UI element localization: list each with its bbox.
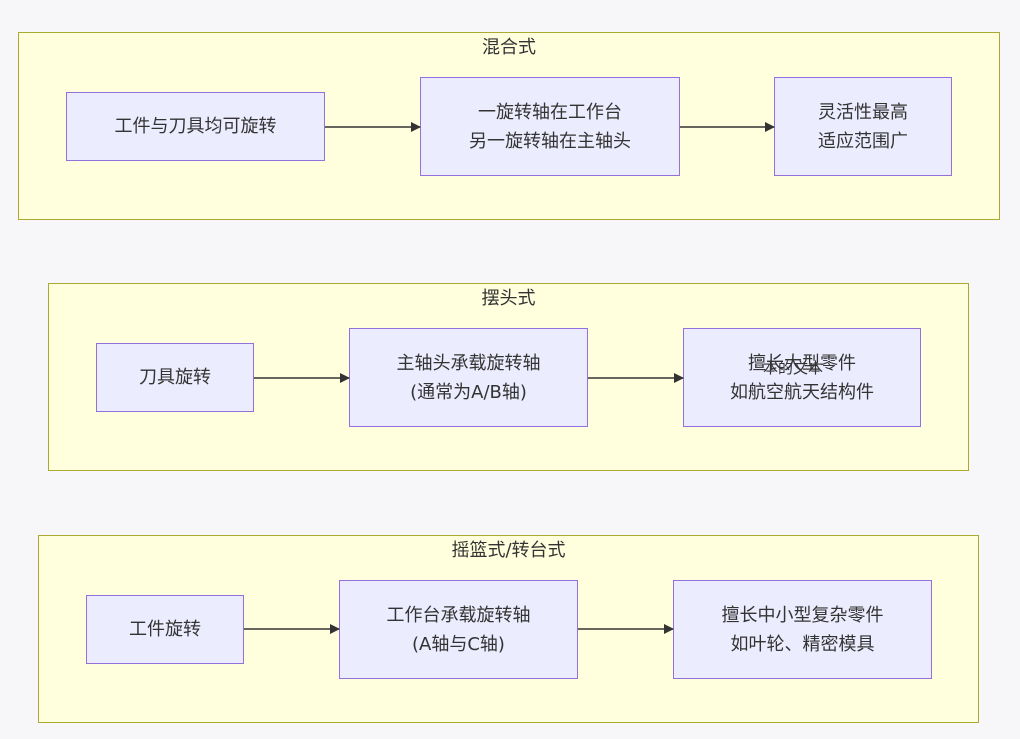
group-title-cradle: 摇篮式/转台式 [451,540,566,561]
group-title-swing-head: 摆头式 [481,288,536,309]
node-line: 工件旋转 [129,619,201,640]
node-cradle-2: 工作台承载旋转轴 (A轴与C轴) [339,580,578,679]
node-line: (通常为A/B轴) [410,381,527,403]
node-line: 一旋转轴在工作台 [478,101,622,123]
edge-label-swing-head: 本的文本 [763,359,824,377]
node-line: 另一旋转轴在主轴头 [469,130,631,152]
node-line: 适应范围广 [818,130,908,152]
node-line: 擅长大型零件 [748,352,856,374]
node-hybrid-2: 一旋转轴在工作台 另一旋转轴在主轴头 [420,77,680,176]
group-title-hybrid: 混合式 [482,37,536,58]
node-hybrid-1: 工件与刀具均可旋转 [66,92,325,161]
node-swing-head-2: 主轴头承载旋转轴 (通常为A/B轴) [349,328,588,427]
node-line: 刀具旋转 [139,367,211,388]
node-line: (A轴与C轴) [412,633,505,655]
node-line: 如航空航天结构件 [730,381,874,403]
node-line: 擅长中小型复杂零件 [721,604,884,626]
node-line: 工作台承载旋转轴 [386,604,531,626]
node-line: 灵活性最高 [818,101,908,123]
node-swing-head-1: 刀具旋转 [96,343,254,412]
node-line: 主轴头承载旋转轴 [396,352,541,374]
node-line: 如叶轮、精密模具 [730,633,875,655]
node-line: 工件与刀具均可旋转 [114,116,277,137]
node-cradle-3: 擅长中小型复杂零件 如叶轮、精密模具 [673,580,932,679]
node-cradle-1: 工件旋转 [86,595,244,664]
node-swing-head-3: 擅长大型零件 如航空航天结构件 [683,328,921,427]
node-hybrid-3: 灵活性最高 适应范围广 [774,77,952,176]
